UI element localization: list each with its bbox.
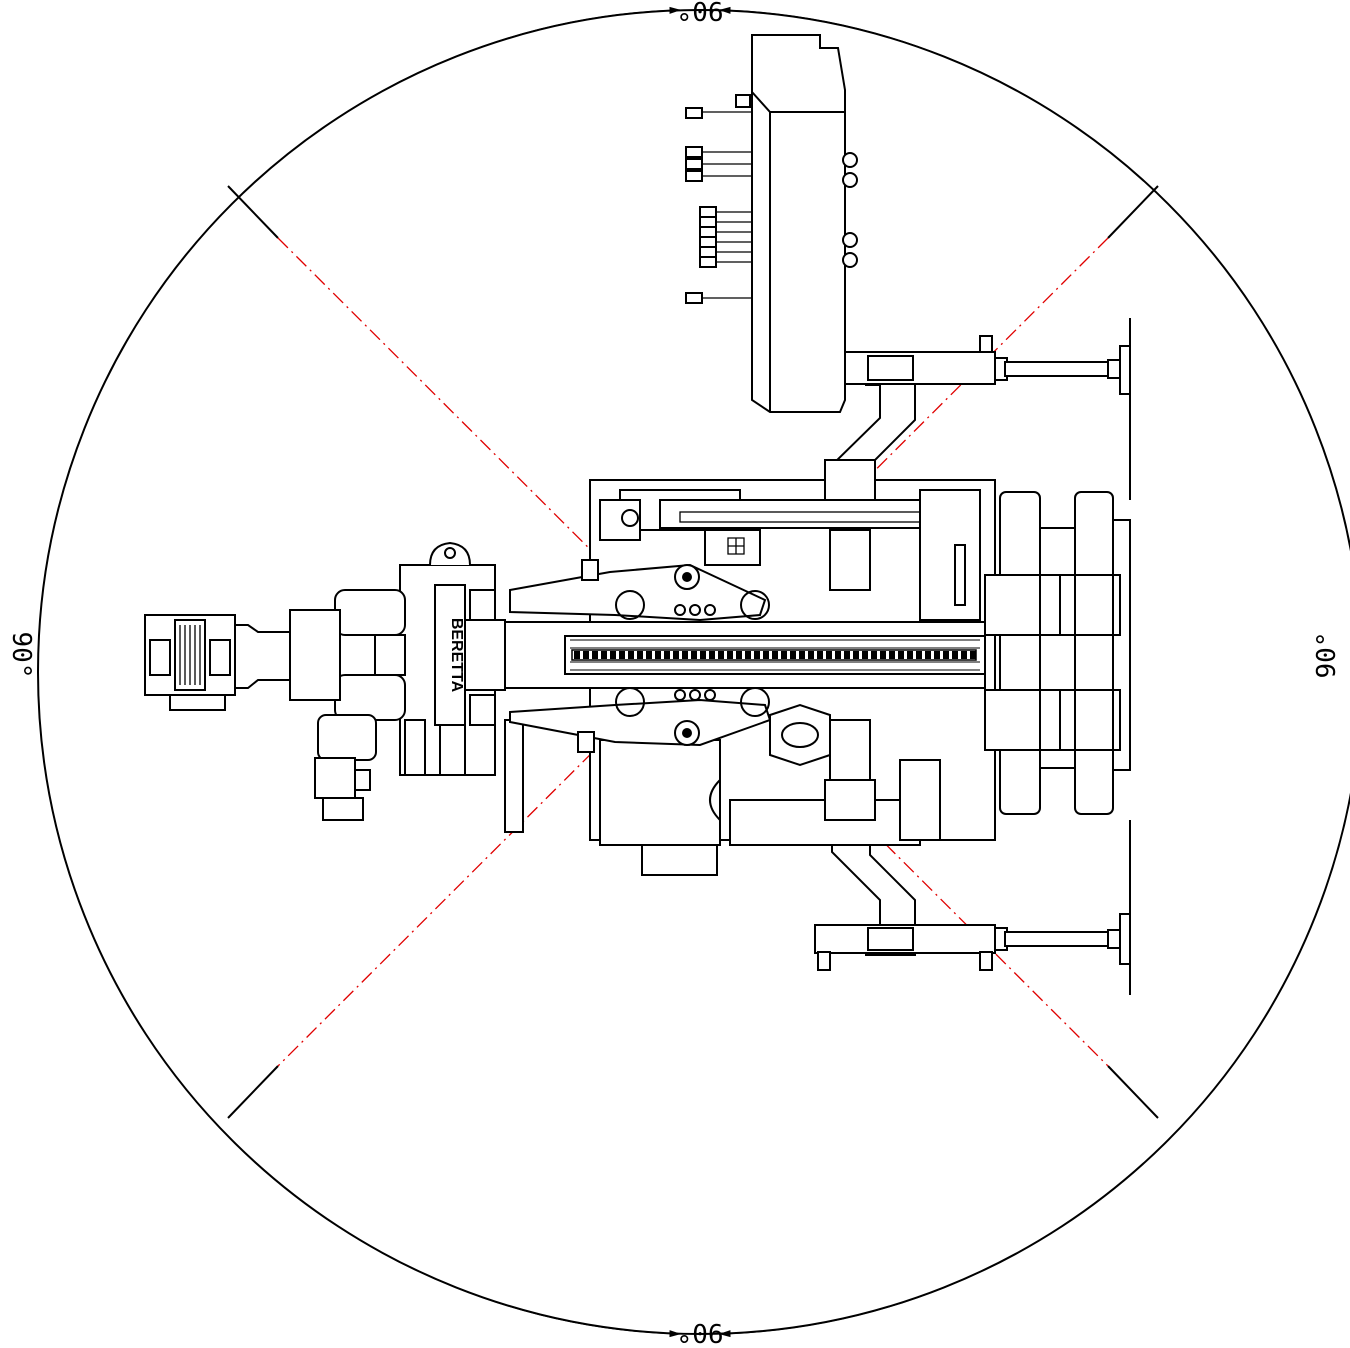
boom-beam bbox=[489, 621, 986, 689]
chain-link bbox=[961, 651, 967, 659]
chain-link bbox=[601, 651, 607, 659]
chain-link bbox=[943, 651, 949, 659]
chain-link bbox=[790, 651, 796, 659]
chain-link bbox=[952, 651, 958, 659]
angle-label-top: 90° bbox=[677, 0, 724, 25]
chain-link bbox=[664, 651, 670, 659]
swing-range-circle bbox=[37, 9, 1350, 1335]
chain-link bbox=[637, 651, 643, 659]
boundary-ticks bbox=[227, 185, 1159, 1119]
chain-link bbox=[619, 651, 625, 659]
chain-link bbox=[592, 651, 598, 659]
chain-link bbox=[628, 651, 634, 659]
motors bbox=[289, 589, 406, 821]
lift-arms bbox=[509, 559, 772, 753]
gripper bbox=[144, 614, 291, 711]
chain-link bbox=[610, 651, 616, 659]
chain-link bbox=[781, 651, 787, 659]
chain-link bbox=[871, 651, 877, 659]
chain-link bbox=[934, 651, 940, 659]
chain-link bbox=[754, 651, 760, 659]
chain-link bbox=[844, 651, 850, 659]
chain-link bbox=[925, 651, 931, 659]
chain-link bbox=[889, 651, 895, 659]
chain-link bbox=[691, 651, 697, 659]
chain-link bbox=[862, 651, 868, 659]
chain-link bbox=[907, 651, 913, 659]
angle-arrows bbox=[254, 6, 1146, 1338]
chain-link bbox=[745, 651, 751, 659]
chain-link bbox=[817, 651, 823, 659]
chain-link bbox=[700, 651, 706, 659]
chain-link bbox=[970, 651, 976, 659]
chain-link bbox=[853, 651, 859, 659]
chain-link bbox=[727, 651, 733, 659]
chain-link bbox=[709, 651, 715, 659]
brand-label: BERETTA bbox=[448, 618, 465, 693]
track-rollers bbox=[984, 491, 1131, 815]
chain-link bbox=[682, 651, 688, 659]
outrigger-bottom bbox=[814, 819, 1131, 995]
angle-label-right: 90° bbox=[1312, 632, 1342, 679]
angle-label-left: 90° bbox=[6, 632, 36, 679]
center-pivot bbox=[769, 459, 876, 821]
chain-link bbox=[655, 651, 661, 659]
chain-link bbox=[772, 651, 778, 659]
chain-link bbox=[835, 651, 841, 659]
rotary-head: BERETTA bbox=[399, 541, 506, 776]
chain-link bbox=[826, 651, 832, 659]
chain-link bbox=[799, 651, 805, 659]
chain-link bbox=[583, 651, 589, 659]
chain-link bbox=[574, 651, 580, 659]
chain-link bbox=[718, 651, 724, 659]
outrigger-top bbox=[831, 318, 1131, 501]
chain-link bbox=[736, 651, 742, 659]
chain-link bbox=[880, 651, 886, 659]
chain-link bbox=[898, 651, 904, 659]
chain-link bbox=[808, 651, 814, 659]
chain-link bbox=[646, 651, 652, 659]
chain-link bbox=[673, 651, 679, 659]
chain-link bbox=[763, 651, 769, 659]
angle-label-bottom: 90° bbox=[677, 1317, 724, 1347]
control-panel bbox=[685, 34, 858, 413]
chain-link bbox=[916, 651, 922, 659]
